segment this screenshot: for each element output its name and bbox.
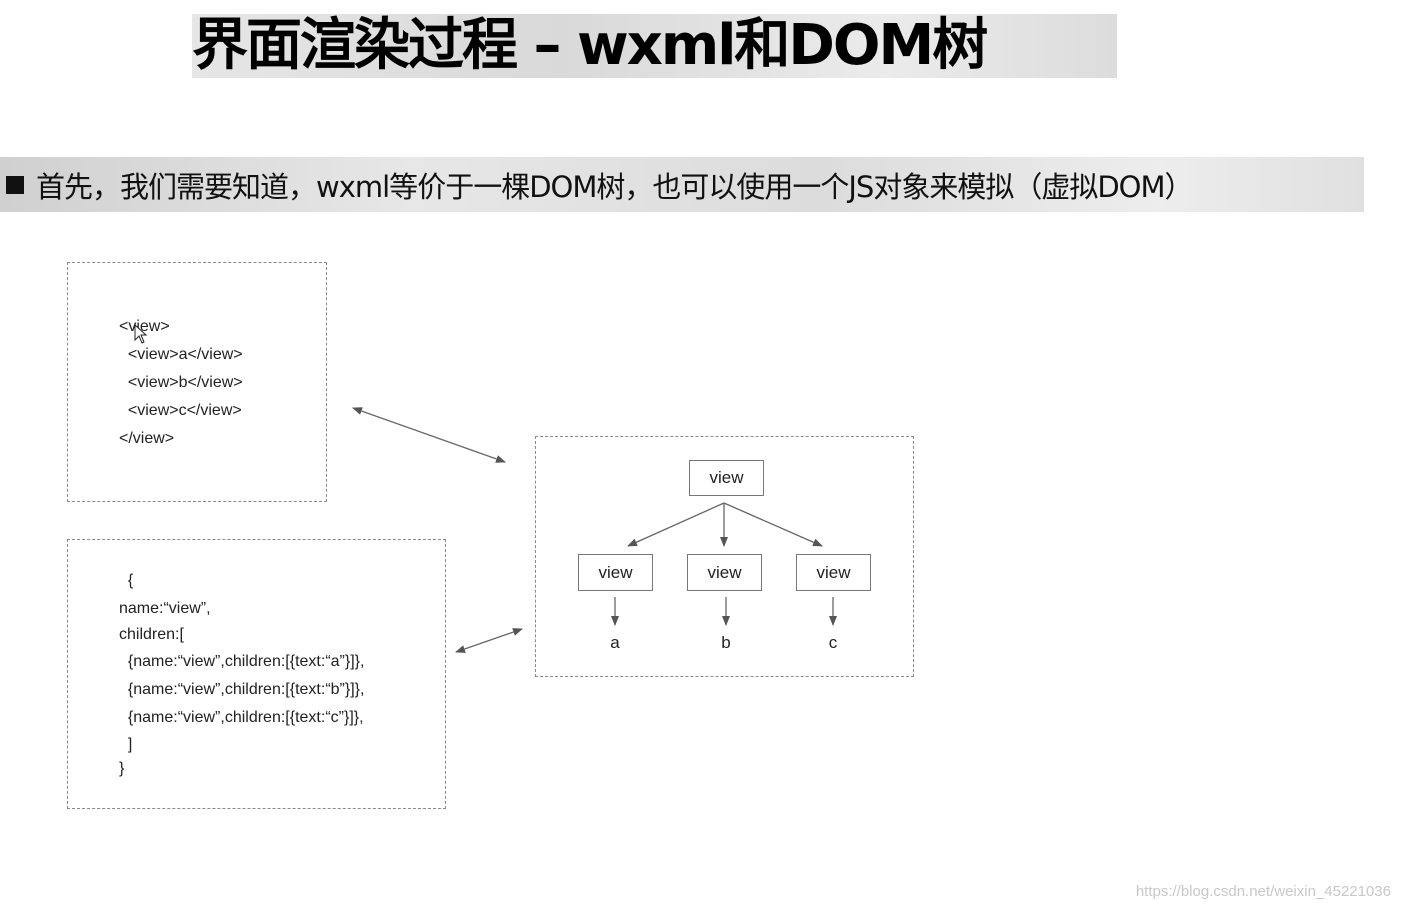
tree-child-node: view bbox=[796, 554, 871, 591]
watermark: https://blog.csdn.net/weixin_45221036 bbox=[1135, 883, 1391, 900]
subtitle-text: 首先，我们需要知道，wxml等价于一棵DOM树，也可以使用一个JS对象来模拟（虚… bbox=[36, 169, 1194, 204]
tree-root-node: view bbox=[689, 460, 764, 496]
js-line: } bbox=[119, 760, 125, 777]
wxml-line: <view>a</view> bbox=[119, 346, 243, 363]
tree-edge bbox=[627, 502, 725, 547]
js-to-tree-arrow bbox=[455, 628, 523, 653]
js-line: { bbox=[119, 572, 134, 589]
tree-leaf-text: b bbox=[721, 633, 731, 652]
wxml-line: <view> bbox=[119, 318, 170, 335]
js-line: {name:“view”,children:[{text:“b”}]}, bbox=[119, 681, 365, 698]
wxml-line: <view>b</view> bbox=[119, 374, 243, 391]
tree-leaf-text: a bbox=[610, 633, 620, 652]
slide-title: 界面渲染过程 – wxml和DOM树 bbox=[192, 14, 1117, 78]
tree-edge bbox=[723, 502, 823, 547]
js-line: {name:“view”,children:[{text:“c”}]}, bbox=[119, 709, 364, 726]
square-bullet-icon bbox=[6, 175, 24, 194]
js-line: name:“view”, bbox=[119, 600, 211, 617]
wxml-to-tree-arrow bbox=[352, 407, 506, 463]
tree-child-node: view bbox=[578, 554, 653, 591]
js-line: ] bbox=[119, 736, 133, 753]
tree-leaf-text: c bbox=[828, 633, 838, 652]
wxml-code-box bbox=[67, 262, 327, 502]
js-line: children:[ bbox=[119, 626, 184, 643]
js-object-box bbox=[67, 539, 446, 809]
wxml-line: <view>c</view> bbox=[119, 402, 242, 419]
wxml-line: </view> bbox=[119, 430, 175, 447]
subtitle-bar: 首先，我们需要知道，wxml等价于一棵DOM树，也可以使用一个JS对象来模拟（虚… bbox=[0, 157, 1364, 212]
mouse-cursor-icon bbox=[134, 324, 148, 344]
js-line: {name:“view”,children:[{text:“a”}]}, bbox=[119, 653, 365, 670]
tree-child-node: view bbox=[687, 554, 762, 591]
